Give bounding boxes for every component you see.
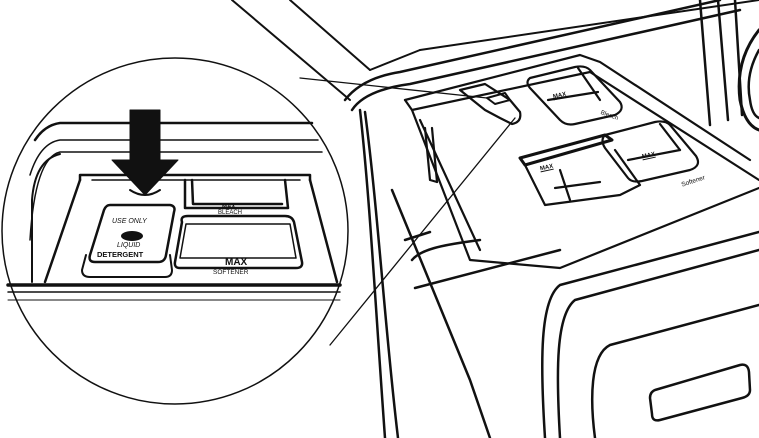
background-lines <box>231 0 759 101</box>
callout-circle <box>1 57 349 405</box>
callout-softener-name: SOFTENER <box>213 269 249 276</box>
detergent-cup-label-1: USE ONLY <box>112 218 147 225</box>
callout-bleach-name: BLEACH <box>218 210 243 216</box>
detergent-symbol-icon <box>121 231 143 241</box>
detergent-cup-label-2: LIQUID <box>117 242 141 249</box>
callout-contents <box>6 121 342 301</box>
down-arrow-icon <box>111 109 179 196</box>
detergent-cup-label-3: DETERGENT <box>97 250 144 259</box>
dispenser-drawer <box>403 53 759 270</box>
callout-softener-max: MAX <box>225 257 248 268</box>
washer-body <box>343 0 759 438</box>
leader-lines <box>299 77 516 346</box>
callout-bleach-max: MAX <box>222 204 236 210</box>
